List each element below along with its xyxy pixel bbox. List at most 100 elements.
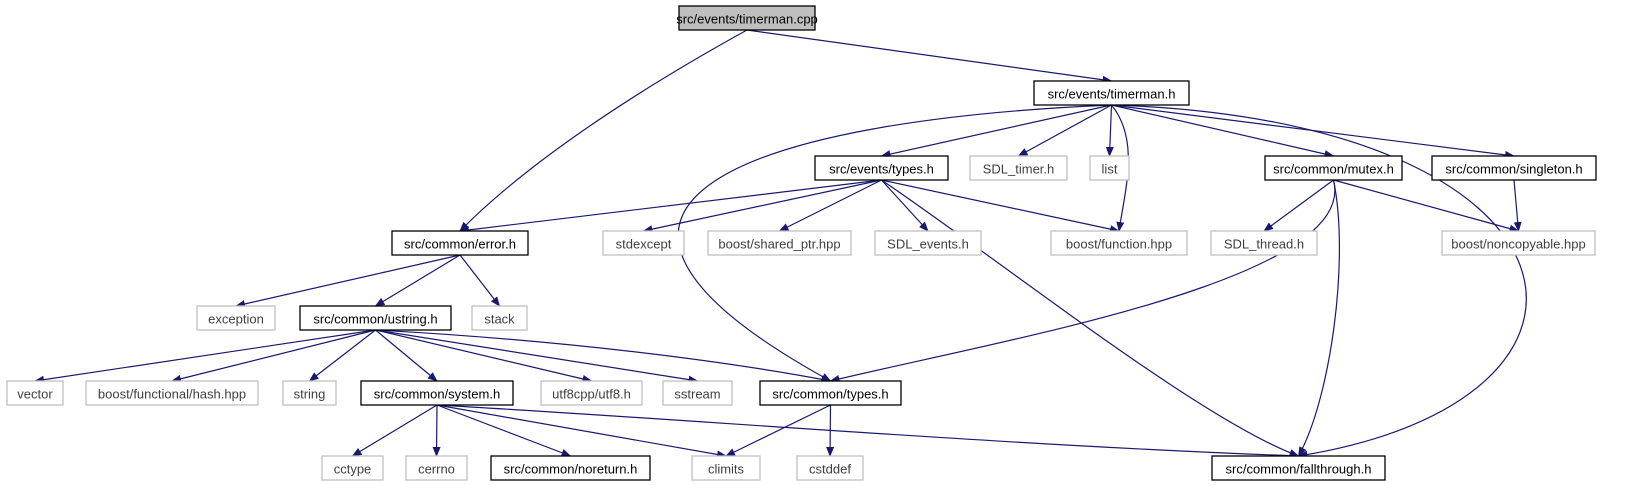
node-label: utf8cpp/utf8.h (552, 387, 631, 402)
edge-timerman_h-to-list (1105, 104, 1114, 157)
edges-layer (34, 29, 1527, 460)
node-box (196, 305, 276, 331)
node-label: stack (484, 312, 515, 327)
node-events_types_h[interactable]: src/events/types.h (814, 155, 949, 181)
node-utf8_h[interactable]: utf8cpp/utf8.h (540, 380, 643, 406)
node-box (321, 455, 384, 481)
node-cctype[interactable]: cctype (321, 455, 384, 481)
node-box (1210, 230, 1318, 256)
edge-error_h-to-stack (459, 254, 501, 307)
node-label: SDL_events.h (887, 237, 969, 252)
node-vector[interactable]: vector (6, 380, 64, 406)
node-sdl_events_h[interactable]: SDL_events.h (874, 230, 982, 256)
node-label: vector (17, 387, 53, 402)
node-sdl_timer_h[interactable]: SDL_timer.h (969, 155, 1068, 181)
edge-error_h-to-exception (235, 254, 461, 308)
node-box (1033, 80, 1190, 106)
node-box (540, 380, 643, 406)
node-box (678, 5, 816, 31)
node-box (814, 155, 949, 181)
edge-events_types_h-to-function_hpp (881, 179, 1120, 234)
node-label: src/events/timerman.h (1048, 87, 1176, 102)
node-label: src/events/types.h (829, 162, 934, 177)
node-box (360, 380, 514, 406)
node-common_types_h[interactable]: src/common/types.h (759, 380, 902, 406)
edge-ustring_h-to-vector (34, 329, 376, 384)
node-error_h[interactable]: src/common/error.h (391, 230, 529, 256)
node-label: src/common/ustring.h (313, 312, 437, 327)
node-shared_ptr_hpp[interactable]: boost/shared_ptr.hpp (707, 230, 852, 256)
edge-mutex_h-to-common_types_h (829, 179, 1336, 383)
edge-events_types_h-to-sdl_events_h (881, 179, 929, 232)
edge-error_h-to-ustring_h (374, 254, 461, 307)
edge-timerman_h-to-events_types_h (880, 104, 1112, 158)
edge-system_h-to-cerrno (432, 404, 441, 457)
node-box (969, 155, 1068, 181)
node-label: boost/function.hpp (1066, 237, 1172, 252)
node-ustring_h[interactable]: src/common/ustring.h (299, 305, 452, 331)
edge-timerman_h-to-fallthrough_h (1111, 104, 1527, 459)
node-mutex_h[interactable]: src/common/mutex.h (1264, 155, 1403, 181)
node-label: SDL_thread.h (1224, 237, 1304, 252)
node-list[interactable]: list (1089, 155, 1130, 181)
node-stdexcept[interactable]: stdexcept (602, 230, 685, 256)
node-sstream[interactable]: sstream (662, 380, 733, 406)
node-noncopyable_hpp[interactable]: boost/noncopyable.hpp (1441, 230, 1596, 256)
nodes-layer: src/events/timerman.cpp src/events/timerm… (6, 5, 1597, 481)
node-label: SDL_timer.h (983, 162, 1055, 177)
node-timerman_cpp[interactable]: src/events/timerman.cpp (676, 5, 818, 31)
node-label: boost/noncopyable.hpp (1451, 237, 1585, 252)
edge-ustring_h-to-utf8_h (375, 329, 593, 383)
node-label: src/common/types.h (772, 387, 888, 402)
node-noreturn_h[interactable]: src/common/noreturn.h (490, 455, 651, 481)
edge-events_types_h-to-error_h (459, 179, 882, 234)
edge-common_types_h-to-climits (725, 404, 831, 457)
node-label: src/common/error.h (404, 237, 516, 252)
node-label: src/common/noreturn.h (504, 462, 638, 477)
node-function_hpp[interactable]: boost/function.hpp (1050, 230, 1188, 256)
node-string[interactable]: string (282, 380, 337, 406)
node-sdl_thread_h[interactable]: SDL_thread.h (1210, 230, 1318, 256)
edge-singleton_h-to-noncopyable_hpp (1513, 179, 1522, 232)
node-label: cctype (334, 462, 372, 477)
node-label: list (1102, 162, 1118, 177)
node-box (707, 230, 852, 256)
node-label: src/common/system.h (374, 387, 500, 402)
node-stack[interactable]: stack (471, 305, 528, 331)
node-timerman_h[interactable]: src/events/timerman.h (1033, 80, 1190, 106)
edge-timerman_h-to-mutex_h (1111, 104, 1335, 158)
edge-timerman_h-to-common_types_h (677, 104, 1112, 382)
edge-events_types_h-to-stdexcept (642, 179, 882, 234)
node-label: stdexcept (616, 237, 672, 252)
edge-system_h-to-climits (436, 404, 727, 459)
node-box (1089, 155, 1130, 181)
edge-ustring_h-to-string (308, 329, 376, 382)
node-box (691, 455, 761, 481)
node-label: exception (208, 312, 264, 327)
node-box (490, 455, 651, 481)
node-label: sstream (674, 387, 720, 402)
edge-mutex_h-to-noncopyable_hpp (1333, 179, 1520, 233)
node-cstddef[interactable]: cstddef (796, 455, 864, 481)
node-hash_hpp[interactable]: boost/functional/hash.hpp (85, 380, 259, 406)
node-box (299, 305, 452, 331)
node-box (602, 230, 685, 256)
node-exception[interactable]: exception (196, 305, 276, 331)
node-box (6, 380, 64, 406)
edge-ustring_h-to-common_types_h (375, 329, 832, 384)
edge-events_types_h-to-fallthrough_h (881, 179, 1300, 457)
node-singleton_h[interactable]: src/common/singleton.h (1431, 155, 1597, 181)
node-system_h[interactable]: src/common/system.h (360, 380, 514, 406)
edge-events_types_h-to-shared_ptr_hpp (778, 179, 882, 232)
node-label: climits (708, 462, 745, 477)
edge-system_h-to-fallthrough_h (436, 404, 1300, 460)
edge-timerman_cpp-to-error_h (459, 29, 748, 232)
node-fallthrough_h[interactable]: src/common/fallthrough.h (1211, 455, 1386, 481)
node-cerrno[interactable]: cerrno (405, 455, 468, 481)
node-box (85, 380, 259, 406)
edge-ustring_h-to-hash_hpp (171, 329, 376, 383)
node-box (662, 380, 733, 406)
node-label: src/common/fallthrough.h (1226, 462, 1372, 477)
node-climits[interactable]: climits (691, 455, 761, 481)
